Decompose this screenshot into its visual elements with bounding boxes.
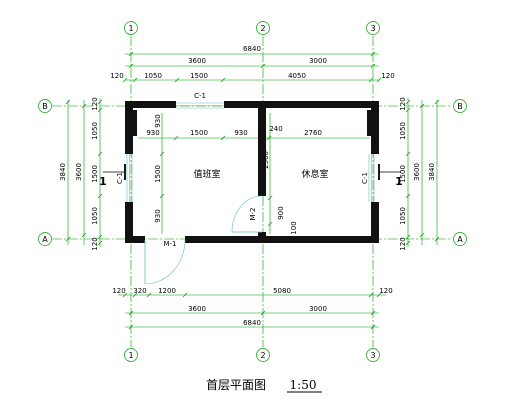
dim-right-120-bottom: 120	[399, 237, 407, 250]
axis-label: 1	[128, 351, 133, 360]
axis-bubble-B-right: B	[453, 99, 467, 113]
dim-bottom-320: 320	[133, 287, 146, 295]
room-label-duty: 值班室	[193, 168, 220, 180]
section-marker-left	[103, 164, 126, 180]
section-label-left: 1	[99, 175, 107, 188]
dim-left-120-top: 120	[91, 97, 99, 110]
dimension-lines-top	[122, 51, 382, 83]
dim-bottom-total: 6840	[243, 319, 261, 327]
dim-bottom-bay1: 3600	[188, 305, 206, 313]
dim-in-930-b: 930	[234, 129, 247, 137]
axis-label: 3	[370, 24, 375, 33]
dim-in-v930-bottom: 930	[154, 209, 162, 222]
dim-right-3840: 3840	[428, 163, 436, 181]
dim-top-bay2: 3000	[309, 57, 327, 65]
dim-right-1050-b: 1050	[399, 207, 407, 225]
dim-top-120-left: 120	[110, 72, 123, 80]
dim-in-240: 240	[269, 125, 282, 133]
room-label-rest: 休息室	[301, 168, 328, 180]
axis-bubble-2-top: 2	[256, 21, 270, 35]
door-tag-entry: M-1	[163, 240, 176, 248]
window-left	[126, 154, 133, 202]
grid-lines	[52, 36, 452, 347]
window-tag-right: C-1	[361, 172, 369, 184]
door-tag-inner: M-2	[249, 207, 257, 220]
dimension-lines-bottom	[118, 292, 386, 330]
axis-label: B	[42, 102, 48, 111]
dimension-lines-right	[405, 98, 440, 247]
dim-right-3600: 3600	[413, 163, 421, 181]
axis-bubble-1-bottom: 1	[124, 348, 138, 362]
dim-bottom-120-left: 120	[112, 287, 125, 295]
dim-right-120-top: 120	[399, 97, 407, 110]
dim-left-3600: 3600	[75, 163, 83, 181]
axis-label: A	[42, 235, 48, 244]
dimension-lines-left	[65, 98, 103, 247]
dim-top-1050: 1050	[144, 72, 162, 80]
dim-top-1500: 1500	[190, 72, 208, 80]
dim-top-total: 6840	[243, 45, 261, 53]
window-top	[176, 102, 224, 109]
axis-bubble-1-top: 1	[124, 21, 138, 35]
dim-in-900: 900	[277, 206, 285, 219]
walls	[125, 101, 379, 243]
dim-left-1500: 1500	[91, 165, 99, 183]
dim-in-v1500: 1500	[154, 165, 162, 183]
dim-top-bay1: 3600	[188, 57, 206, 65]
drawing-scale: 1:50	[290, 378, 317, 392]
axis-bubble-3-top: 3	[366, 21, 380, 35]
dim-bottom-5080: 5080	[273, 287, 291, 295]
dimension-lines-interior	[138, 113, 370, 234]
axis-bubble-2-bottom: 2	[256, 348, 270, 362]
axis-bubble-A-left: A	[38, 232, 52, 246]
dim-top-120-right: 120	[381, 72, 394, 80]
dim-in-1500: 1500	[190, 129, 208, 137]
axis-label: 3	[370, 351, 375, 360]
dim-in-2760: 2760	[304, 129, 322, 137]
dim-bottom-bay2: 3000	[309, 305, 327, 313]
axis-bubble-3-bottom: 3	[366, 348, 380, 362]
axis-label: 2	[260, 24, 265, 33]
dim-left-3840: 3840	[59, 163, 67, 181]
dim-bottom-1200: 1200	[158, 287, 176, 295]
axis-label: A	[457, 235, 463, 244]
dim-top-4050: 4050	[288, 72, 306, 80]
dim-in-930-a: 930	[146, 129, 159, 137]
axis-label: B	[457, 102, 463, 111]
axis-label: 1	[128, 24, 133, 33]
dim-right-1050-a: 1050	[399, 122, 407, 140]
section-label-right: 1	[395, 175, 403, 188]
dim-right-1500: 1500	[399, 165, 407, 183]
dim-left-120-bottom: 120	[91, 237, 99, 250]
dim-bottom-120-right: 120	[379, 287, 392, 295]
dim-in-v930-top: 930	[154, 114, 162, 127]
drawing-title: 首层平面图	[206, 378, 266, 392]
axis-bubble-B-left: B	[38, 99, 52, 113]
window-right	[368, 154, 375, 202]
dim-left-1050-b: 1050	[91, 207, 99, 225]
section-marker-right	[378, 164, 401, 180]
door-inner	[231, 195, 263, 233]
door-entry	[144, 239, 186, 285]
window-tag-left: C-1	[116, 172, 124, 184]
window-tag-top: C-1	[194, 92, 206, 100]
axis-label: 2	[260, 351, 265, 360]
dim-left-1050-a: 1050	[91, 122, 99, 140]
dim-in-100: 100	[290, 221, 298, 234]
axis-bubble-A-right: A	[453, 232, 467, 246]
